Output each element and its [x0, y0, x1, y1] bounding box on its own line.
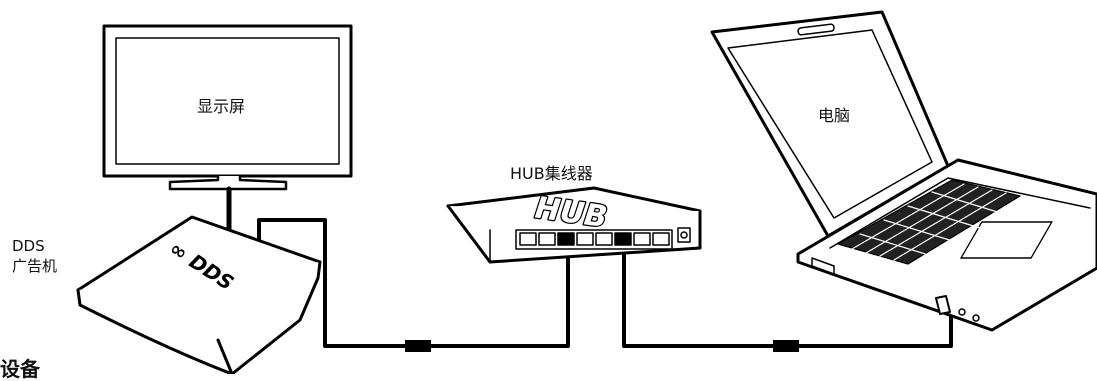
- monitor-label: 显示屏: [197, 97, 246, 116]
- hub-icon: HUB: [446, 186, 702, 264]
- cable-hub-to-laptop: [622, 236, 953, 352]
- dds-label-line1: DDS: [12, 237, 45, 255]
- dds-player-label: DDS 广告机: [12, 236, 57, 276]
- dds-label-line2: 广告机: [12, 257, 58, 275]
- cable-dds-to-hub: [257, 218, 570, 352]
- dds-player-icon: ∞ DDS: [76, 215, 322, 374]
- monitor-icon: [102, 24, 353, 235]
- laptop-label: 电脑: [818, 106, 851, 125]
- hub-ports: [515, 227, 691, 250]
- laptop-icon: [710, 10, 1097, 332]
- caption-partial: 设备: [0, 357, 40, 381]
- hub-label: HUB集线器: [510, 164, 593, 183]
